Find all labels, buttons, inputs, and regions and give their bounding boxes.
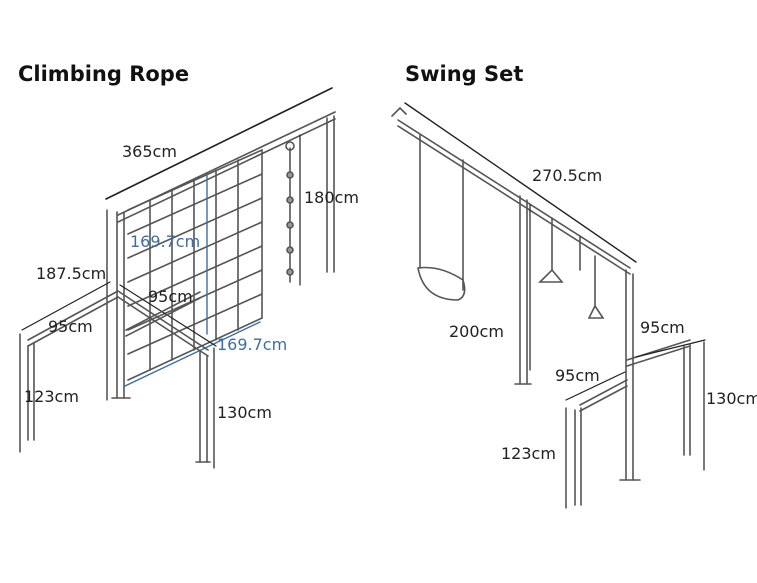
label-top-length: 365cm [122, 142, 177, 161]
label-post-height: 180cm [304, 188, 359, 207]
title-climbing-rope: Climbing Rope [18, 62, 190, 86]
label-swing-width-right: 95cm [640, 318, 685, 337]
label-swing-post-height: 200cm [449, 322, 504, 341]
label-swing-top-length: 270.5cm [532, 166, 603, 185]
title-swing-set: Swing Set [405, 62, 524, 86]
label-left-height: 187.5cm [36, 264, 107, 283]
swing-set-frame [391, 102, 706, 509]
label-frame-width: 95cm [48, 317, 93, 336]
label-swing-width-lower: 95cm [555, 366, 600, 385]
label-diagonal-1: 169.7cm [130, 232, 201, 251]
label-leg-right: 130cm [217, 403, 272, 422]
label-swing-leg-left: 123cm [501, 444, 556, 463]
climbing-rope-frame [19, 87, 336, 469]
label-diagonal-2: 169.7cm [217, 335, 288, 354]
label-swing-leg-right: 130cm [706, 389, 757, 408]
label-leg-left: 123cm [24, 387, 79, 406]
label-inner-width: 95cm [148, 287, 193, 306]
